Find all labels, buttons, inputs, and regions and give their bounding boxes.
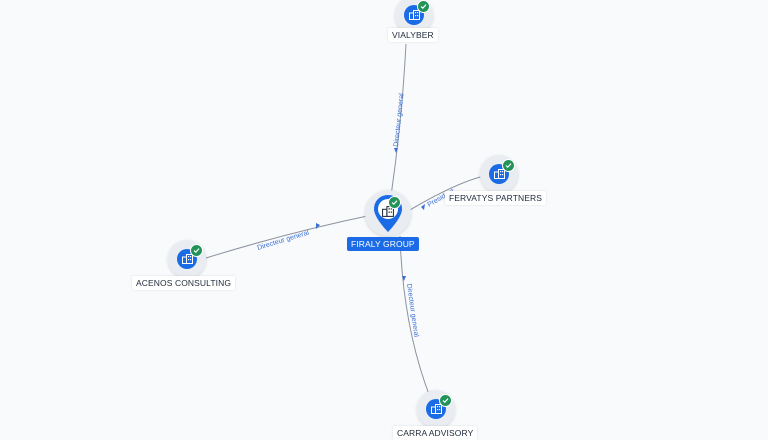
edge-left-arrow <box>316 223 320 229</box>
edge-left <box>205 214 373 259</box>
check-badge-icon <box>190 244 203 257</box>
node-label[interactable]: ACENOS CONSULTING <box>132 276 236 290</box>
edge-top <box>390 43 407 197</box>
edge-bottom <box>399 235 433 403</box>
node-label[interactable]: FERVATYS PARTNERS <box>445 191 547 205</box>
edge-right-arrow <box>421 204 425 210</box>
check-badge-icon <box>502 159 515 172</box>
edge-top-label: Directeur general <box>393 93 406 148</box>
node-label[interactable]: FIRALY GROUP <box>347 237 419 251</box>
edge-bottom-arrow <box>402 276 406 281</box>
node-label[interactable]: CARRA ADVISORY <box>393 426 478 440</box>
check-badge-icon <box>439 394 452 407</box>
node-label[interactable]: VIALYBER <box>388 28 438 42</box>
check-badge-icon <box>417 0 430 13</box>
check-badge-icon <box>388 196 401 209</box>
edge-top-arrow <box>394 148 398 153</box>
